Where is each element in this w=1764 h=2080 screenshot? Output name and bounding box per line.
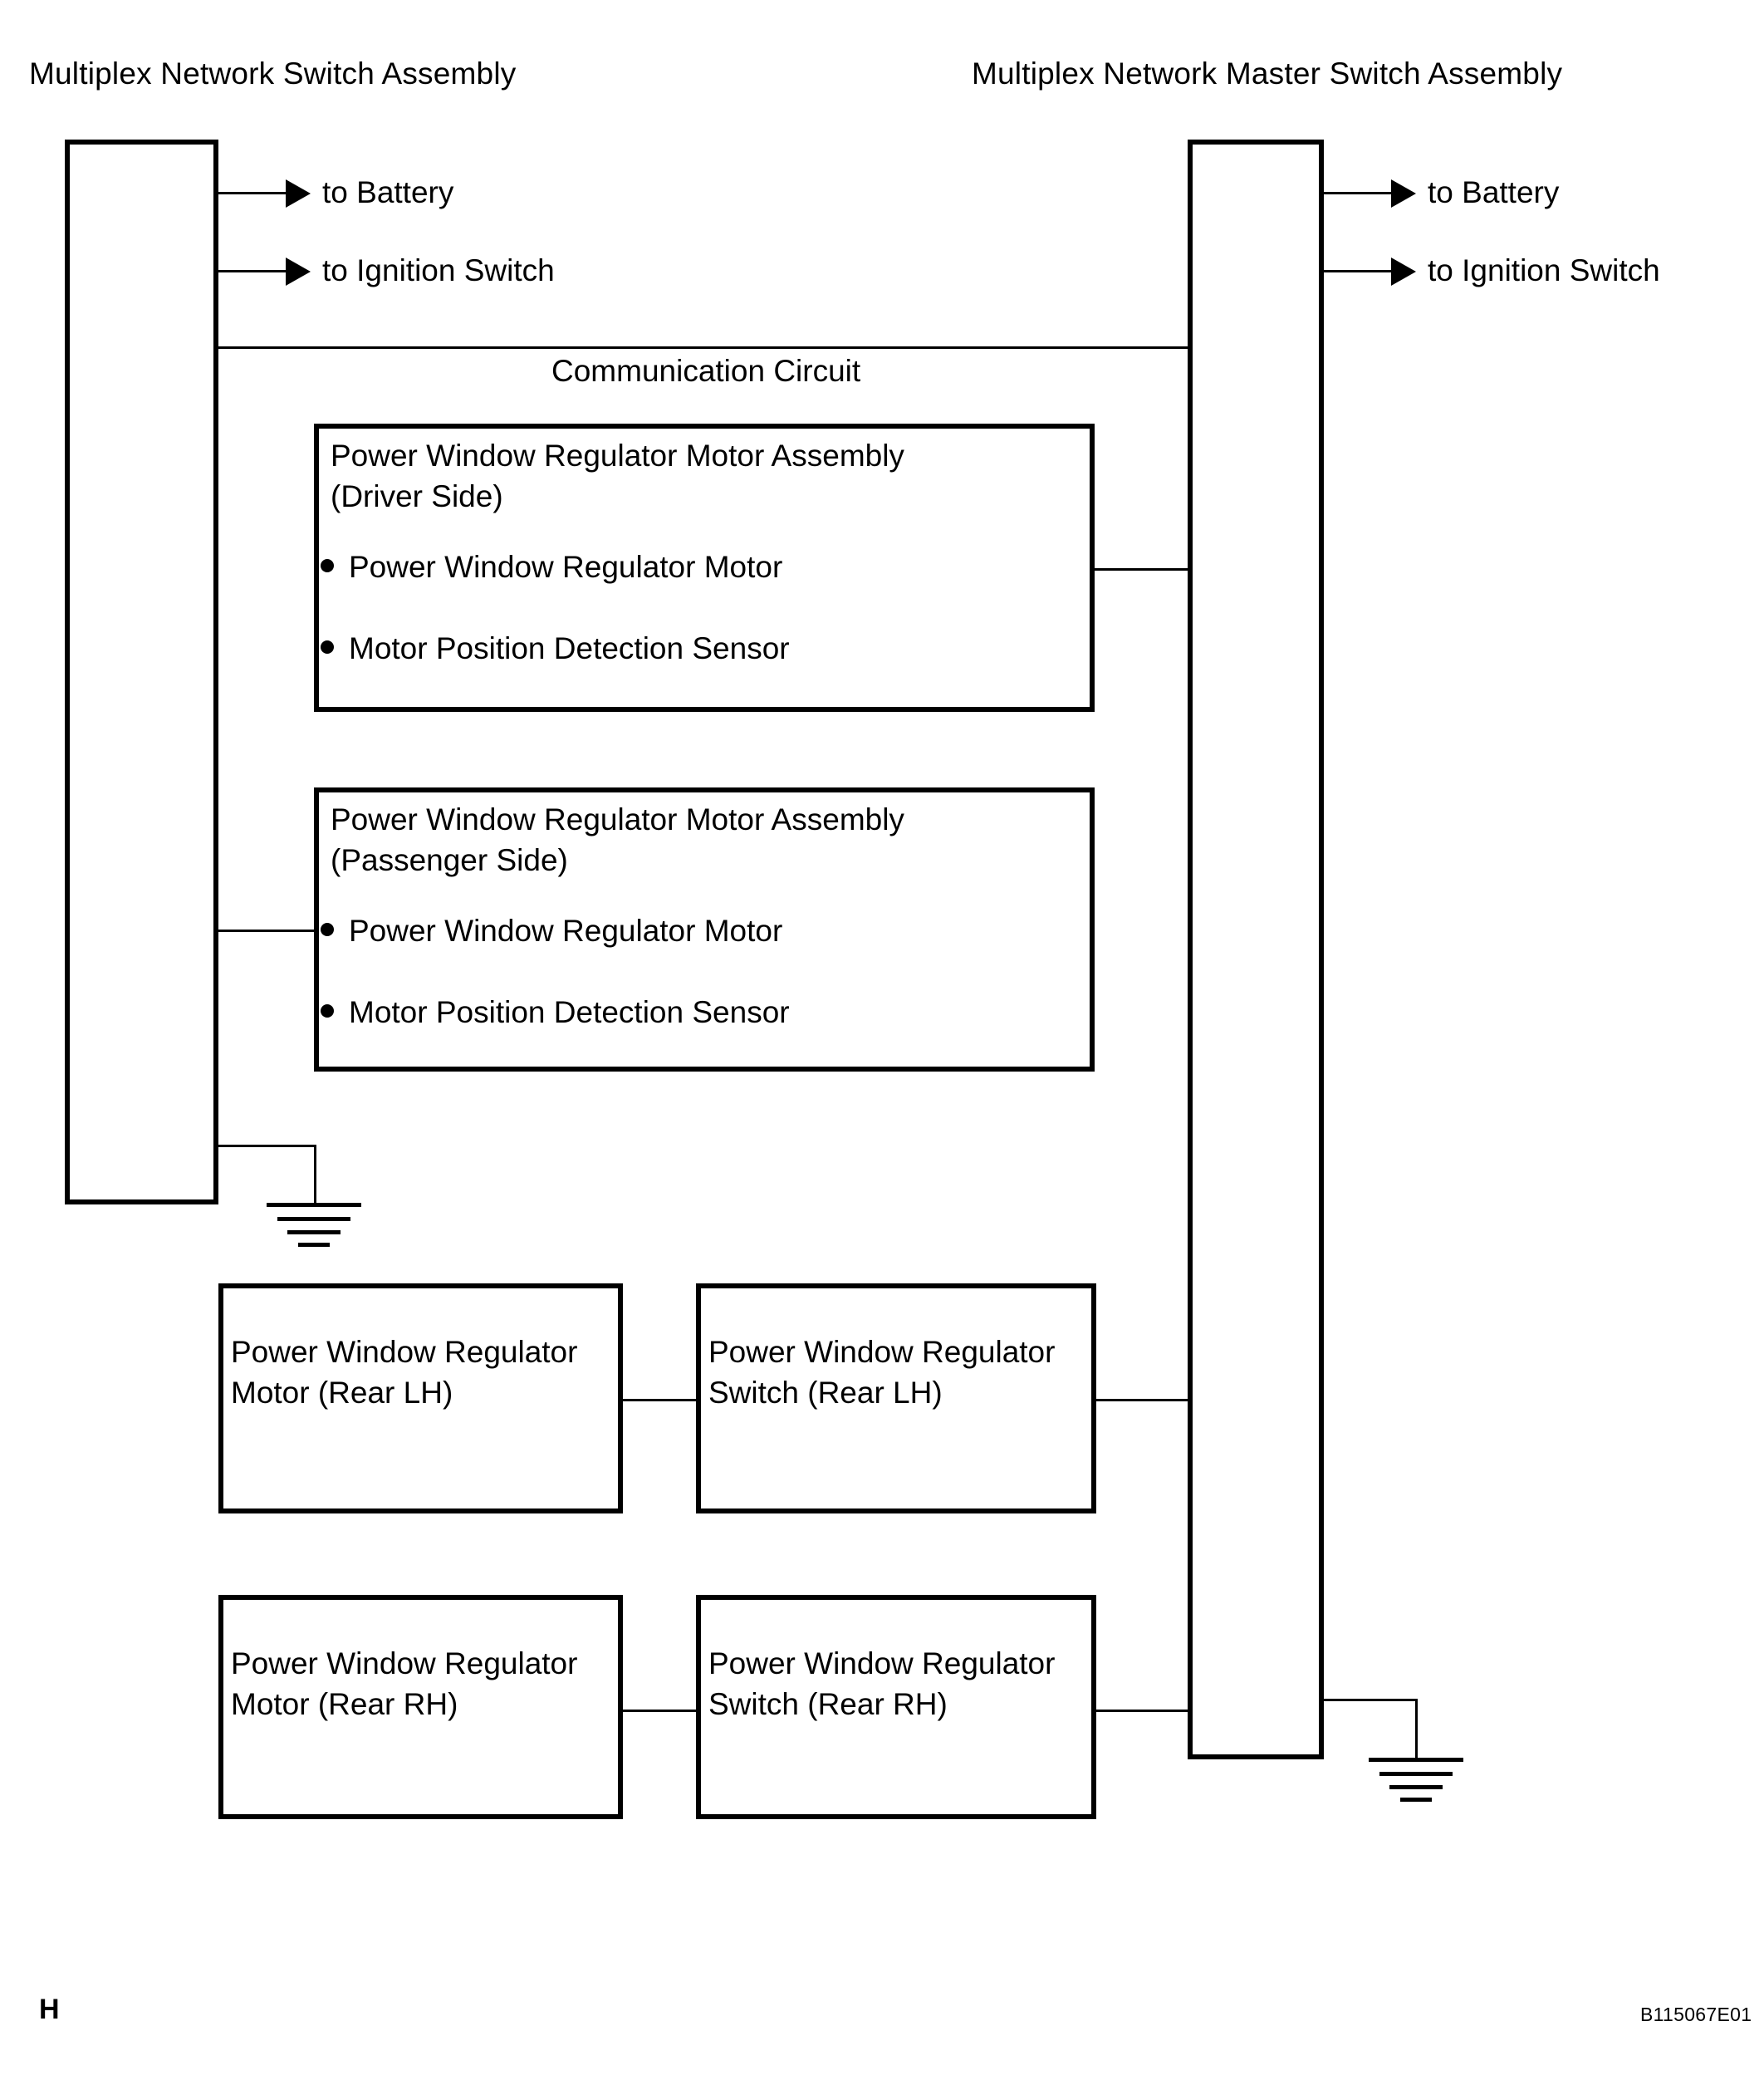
bullet-dot-icon xyxy=(321,640,334,655)
footer-mark: H xyxy=(39,1994,60,2025)
ground-symbol-icon-bar2 xyxy=(1379,1772,1453,1776)
passenger-box-heading-line2: (Passenger Side) xyxy=(331,843,568,877)
ground-symbol-icon-bar4 xyxy=(298,1243,330,1247)
power-window-regulator-switch-rear-rh-box xyxy=(696,1595,1096,1819)
rear-lh-motor-to-switch-wire xyxy=(623,1399,698,1401)
driver-box-bullet-sensor: Motor Position Detection Sensor xyxy=(321,631,790,666)
ground-symbol-icon-bar1 xyxy=(1369,1758,1463,1762)
rear-lh-motor-label-line2: Motor (Rear LH) xyxy=(231,1376,453,1410)
rear-rh-motor-label-line2: Motor (Rear RH) xyxy=(231,1687,458,1721)
ground-symbol-icon-bar3 xyxy=(287,1230,341,1234)
left-to-ignition-switch-label: to Ignition Switch xyxy=(322,253,555,287)
right-ground-horizontal-wire xyxy=(1324,1699,1418,1701)
passenger-box-to-switch-assembly-wire xyxy=(218,930,316,932)
rear-rh-switch-label-line2: Switch (Rear RH) xyxy=(708,1687,948,1721)
ground-symbol-icon-bar4 xyxy=(1400,1798,1432,1802)
left-to-battery-arrow-icon xyxy=(286,179,311,208)
rear-rh-switch-label-line1: Power Window Regulator xyxy=(708,1646,1056,1680)
passenger-box-heading-line1: Power Window Regulator Motor Assembly xyxy=(331,802,904,836)
left-ground-horizontal-wire xyxy=(218,1145,316,1147)
passenger-box-bullet-motor-label: Power Window Regulator Motor xyxy=(349,914,783,948)
right-assembly-title: Multiplex Network Master Switch Assembly xyxy=(972,56,1563,91)
rear-lh-motor-label-line1: Power Window Regulator xyxy=(231,1335,578,1369)
ground-symbol-icon-bar2 xyxy=(277,1217,350,1221)
bullet-dot-icon xyxy=(321,923,334,937)
right-to-ignition-switch-wire xyxy=(1324,270,1403,272)
bullet-dot-icon xyxy=(321,1004,334,1018)
power-window-regulator-motor-assembly-passenger-box xyxy=(314,787,1095,1072)
driver-box-bullet-sensor-label: Motor Position Detection Sensor xyxy=(349,631,790,665)
passenger-box-bullet-sensor-label: Motor Position Detection Sensor xyxy=(349,995,790,1029)
power-window-regulator-switch-rear-lh-box xyxy=(696,1283,1096,1513)
driver-box-heading-line2: (Driver Side) xyxy=(331,479,503,513)
figure-code: B115067E01 xyxy=(1640,2004,1752,2025)
rear-lh-switch-label-line2: Switch (Rear LH) xyxy=(708,1376,943,1410)
driver-box-bullet-motor-label: Power Window Regulator Motor xyxy=(349,550,783,584)
right-to-ignition-switch-arrow-icon xyxy=(1391,258,1416,286)
ground-symbol-icon-bar1 xyxy=(267,1203,361,1207)
power-window-regulator-motor-rear-lh-box xyxy=(218,1283,623,1513)
right-ground-vertical-wire xyxy=(1415,1699,1418,1759)
power-window-regulator-motor-rear-rh-box xyxy=(218,1595,623,1819)
ground-symbol-icon-bar3 xyxy=(1389,1785,1443,1789)
right-to-ignition-switch-label: to Ignition Switch xyxy=(1428,253,1660,287)
rear-rh-motor-label-line1: Power Window Regulator xyxy=(231,1646,578,1680)
rear-lh-switch-to-master-wire xyxy=(1096,1399,1189,1401)
left-to-ignition-switch-wire xyxy=(218,270,297,272)
driver-box-bullet-motor: Power Window Regulator Motor xyxy=(321,550,782,585)
power-window-regulator-motor-assembly-driver-box xyxy=(314,424,1095,712)
passenger-box-bullet-motor: Power Window Regulator Motor xyxy=(321,914,782,949)
passenger-box-bullet-sensor: Motor Position Detection Sensor xyxy=(321,995,790,1030)
bullet-dot-icon xyxy=(321,559,334,573)
communication-circuit-wire xyxy=(218,346,1190,349)
right-to-battery-arrow-icon xyxy=(1391,179,1416,208)
right-to-battery-label: to Battery xyxy=(1428,175,1560,209)
rear-lh-switch-label-line1: Power Window Regulator xyxy=(708,1335,1056,1369)
left-ground-vertical-wire xyxy=(314,1145,316,1204)
left-to-ignition-switch-arrow-icon xyxy=(286,258,311,286)
rear-rh-motor-to-switch-wire xyxy=(623,1710,698,1712)
left-assembly-title: Multiplex Network Switch Assembly xyxy=(29,56,517,91)
driver-box-to-master-switch-wire xyxy=(1095,568,1190,571)
multiplex-network-switch-assembly-bar xyxy=(65,140,218,1204)
rear-rh-switch-to-master-wire xyxy=(1096,1710,1189,1712)
driver-box-heading-line1: Power Window Regulator Motor Assembly xyxy=(331,439,904,473)
communication-circuit-label: Communication Circuit xyxy=(551,354,861,388)
left-to-battery-label: to Battery xyxy=(322,175,454,209)
multiplex-network-master-switch-assembly-bar xyxy=(1188,140,1324,1759)
left-to-battery-wire xyxy=(218,192,297,194)
right-to-battery-wire xyxy=(1324,192,1403,194)
